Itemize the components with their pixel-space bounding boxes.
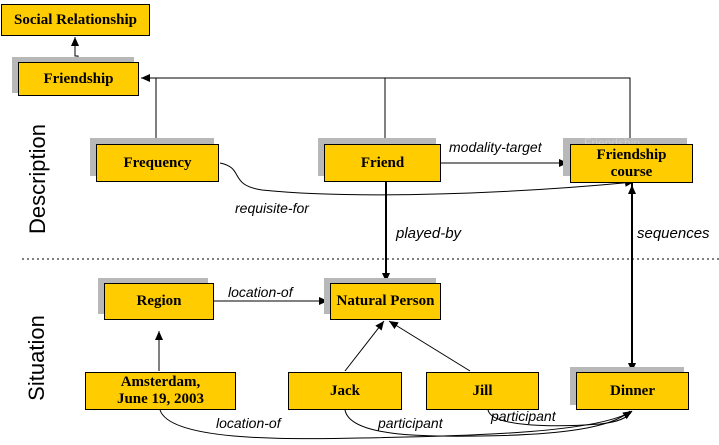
node-jack[interactable]: Jack	[288, 372, 402, 410]
node-friendship-course[interactable]: Friendship course	[570, 144, 693, 183]
label-requisite-for: requisite-for	[235, 200, 309, 216]
label-modality-target: modality-target	[449, 139, 542, 155]
label-participant-jack: participant	[378, 415, 443, 431]
label-location-of-top: location-of	[228, 284, 293, 300]
node-natural-person[interactable]: Natural Person	[330, 283, 441, 320]
node-amsterdam[interactable]: Amsterdam, June 19, 2003	[85, 372, 236, 410]
edge-jill-to-person	[388, 320, 471, 372]
section-description: Description	[25, 123, 50, 235]
edge-components-to-friendship	[155, 77, 631, 144]
node-region[interactable]: Region	[104, 283, 214, 320]
edge-jack-to-person	[344, 320, 385, 372]
label-sequences: sequences	[637, 225, 710, 242]
node-social-relationship[interactable]: Social Relationship	[1, 4, 150, 36]
label-played-by: played-by	[396, 225, 462, 242]
label-location-of-bottom: location-of	[216, 415, 281, 431]
label-participant-jill: participant	[491, 408, 556, 424]
edge-requisite-for	[219, 162, 635, 196]
node-friend[interactable]: Friend	[324, 144, 441, 182]
section-situation: Situation	[24, 315, 49, 401]
node-friendship[interactable]: Friendship	[18, 62, 139, 96]
node-dinner[interactable]: Dinner	[576, 372, 689, 410]
node-jill[interactable]: Jill	[426, 372, 539, 410]
node-frequency[interactable]: Frequency	[96, 144, 219, 182]
edge-participant-jill	[487, 409, 633, 427]
